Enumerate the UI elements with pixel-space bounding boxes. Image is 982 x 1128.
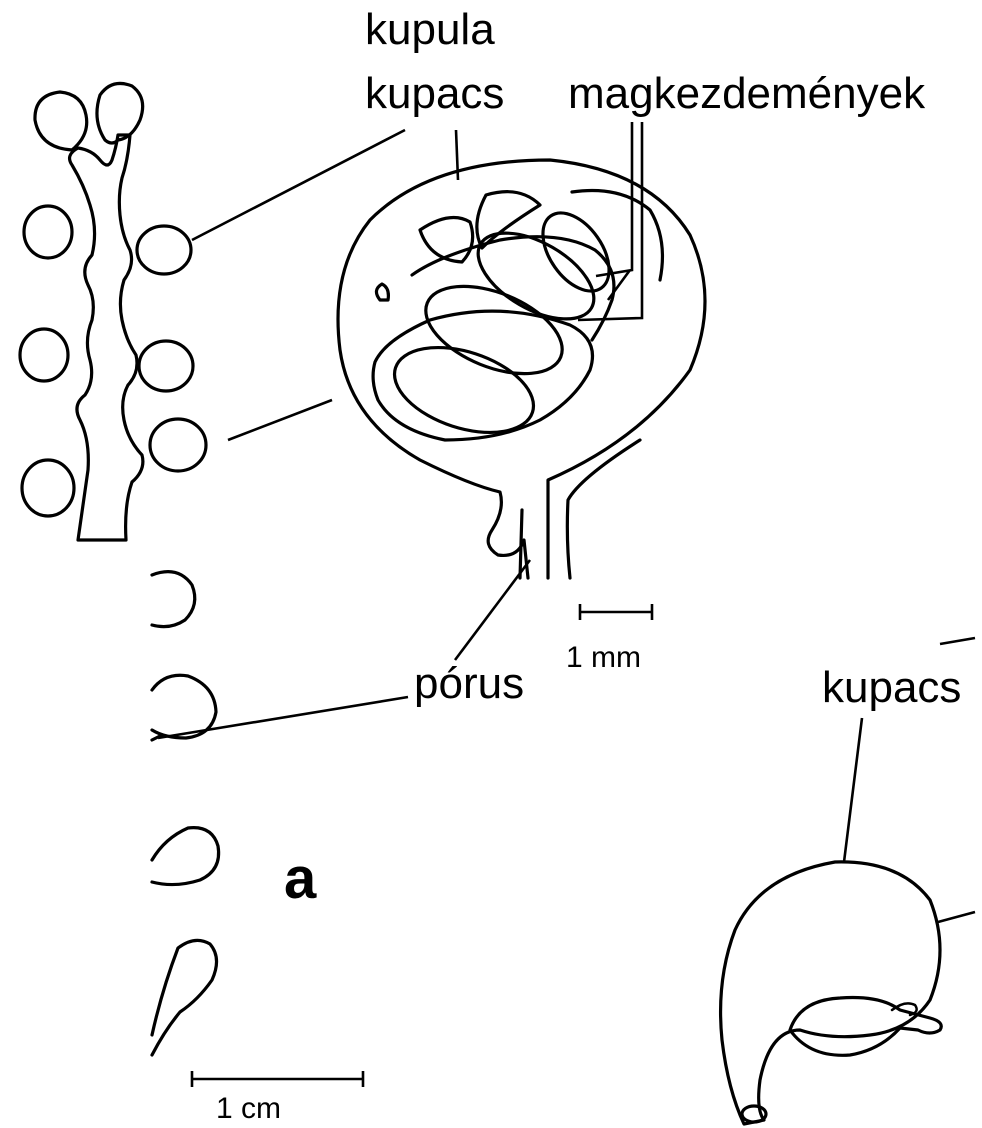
scale-label-mm: 1 mm xyxy=(566,643,641,673)
leader-right-edge-bottom xyxy=(938,912,975,922)
leader-right-edge-top xyxy=(940,638,975,644)
scale-bar-cm xyxy=(192,1071,363,1087)
leader-porus-branch xyxy=(158,697,408,738)
label-magkezdemenyek: magkezdemények xyxy=(568,72,925,116)
branch-lower-drawing xyxy=(152,572,219,1055)
label-kupula: kupula xyxy=(365,8,495,52)
cupule-exterior-drawing xyxy=(721,862,942,1124)
leader-porus xyxy=(455,560,530,660)
scale-bar-mm xyxy=(580,604,652,620)
leader-kupacs-right xyxy=(844,718,862,862)
label-porus: pórus xyxy=(414,662,524,706)
scale-label-cm: 1 cm xyxy=(216,1094,281,1124)
cupule-section-drawing xyxy=(338,160,705,578)
branch-upper-drawing xyxy=(20,83,206,540)
leader-left-branch xyxy=(228,400,332,440)
label-kupacs-right: kupacs xyxy=(822,666,961,710)
label-kupacs-top: kupacs xyxy=(365,72,504,116)
panel-letter: a xyxy=(284,850,316,908)
leader-kupacs-branch xyxy=(192,130,405,240)
